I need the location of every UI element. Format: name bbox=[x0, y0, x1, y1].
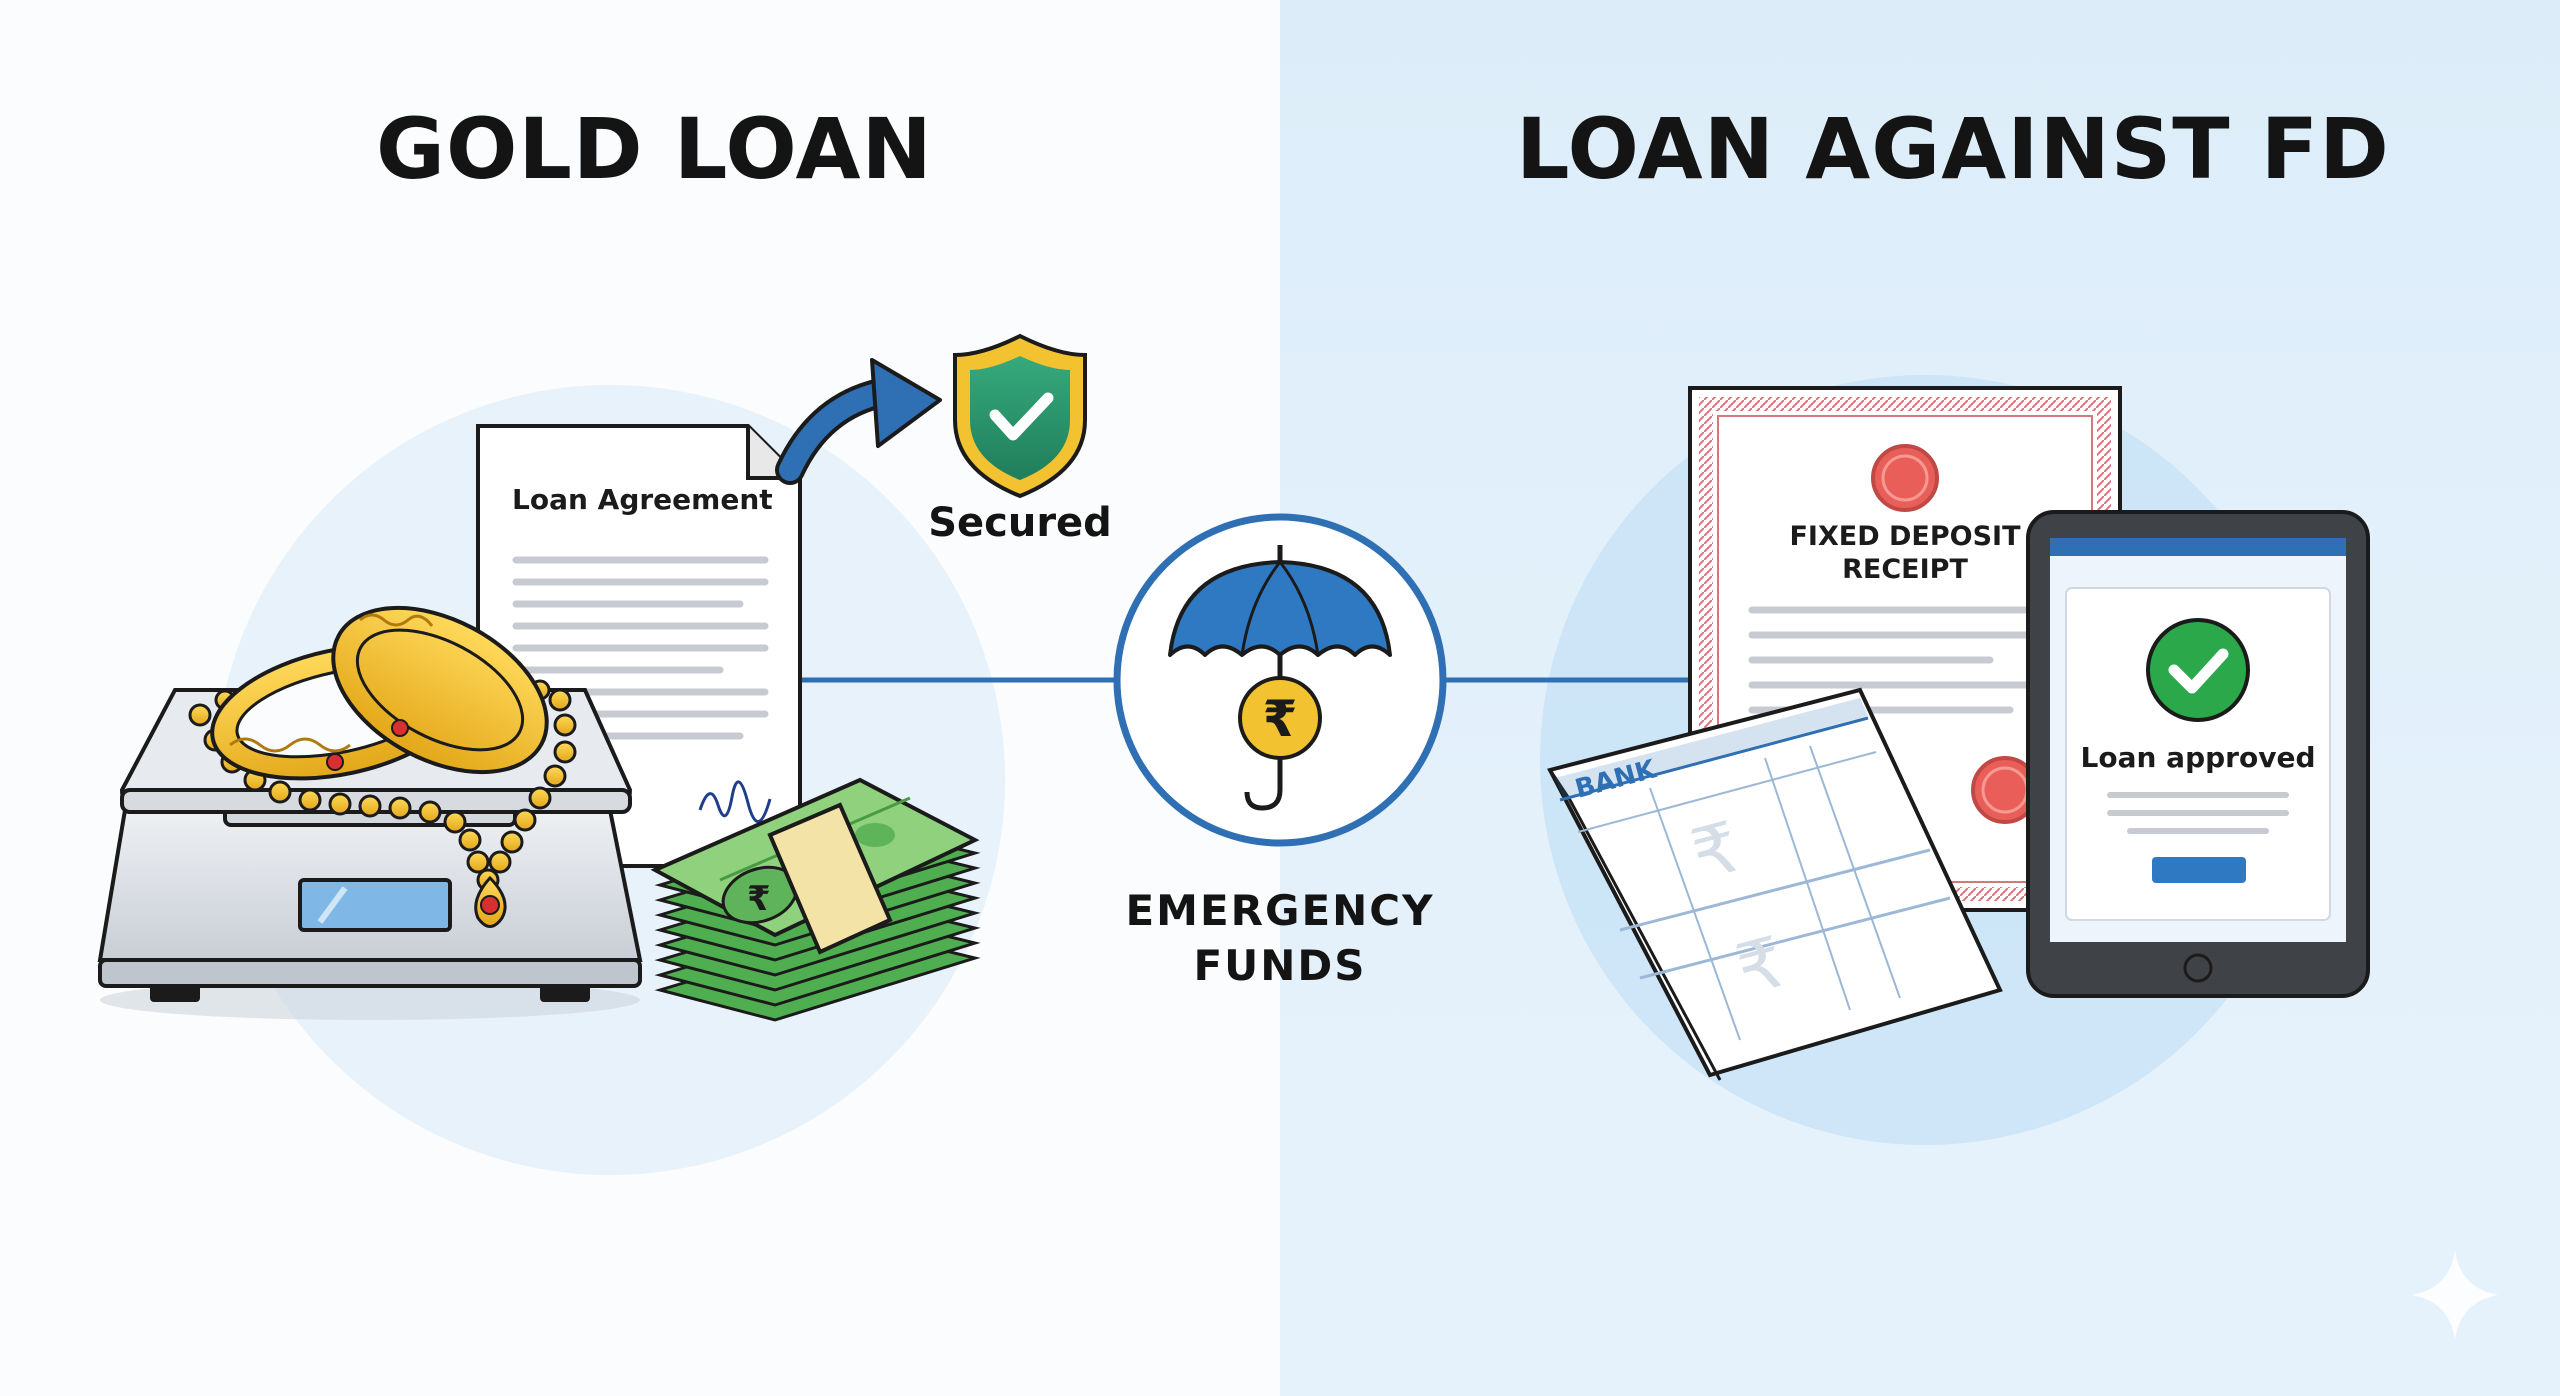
passbook-icon: BANK ₹ ₹ bbox=[1547, 687, 2003, 1081]
secured-label: Secured bbox=[928, 500, 1112, 546]
coin-rupee-symbol: ₹ bbox=[1263, 690, 1298, 748]
tablet-icon: Loan approved bbox=[2026, 510, 2370, 998]
emergency-funds-label-2: FUNDS bbox=[1193, 941, 1366, 990]
emergency-funds-badge: ₹ bbox=[1113, 513, 1447, 847]
sparkle-icon bbox=[2412, 1250, 2498, 1340]
document-title: Loan Agreement bbox=[512, 483, 773, 516]
receipt-title-line2: RECEIPT bbox=[1842, 554, 1968, 585]
arrow-icon bbox=[775, 358, 942, 485]
check-circle-icon bbox=[2146, 618, 2250, 722]
cash-stack-icon: ₹ bbox=[650, 777, 981, 1022]
receipt-title-line1: FIXED DEPOSIT bbox=[1789, 521, 2021, 552]
tablet-action-bar bbox=[2152, 857, 2246, 883]
emergency-funds-label-1: EMERGENCY bbox=[1125, 886, 1434, 935]
shield-check-icon bbox=[953, 333, 1087, 499]
cash-rupee-symbol: ₹ bbox=[747, 879, 771, 919]
fd-loan-heading: LOAN AGAINST FD bbox=[1516, 100, 2390, 198]
gold-loan-heading: GOLD LOAN bbox=[376, 100, 933, 198]
gold-bangles-icon bbox=[210, 605, 549, 781]
rupee-coin-icon: ₹ bbox=[1238, 676, 1322, 760]
umbrella-icon bbox=[1168, 545, 1392, 811]
loan-approved-status: Loan approved bbox=[2081, 741, 2316, 774]
